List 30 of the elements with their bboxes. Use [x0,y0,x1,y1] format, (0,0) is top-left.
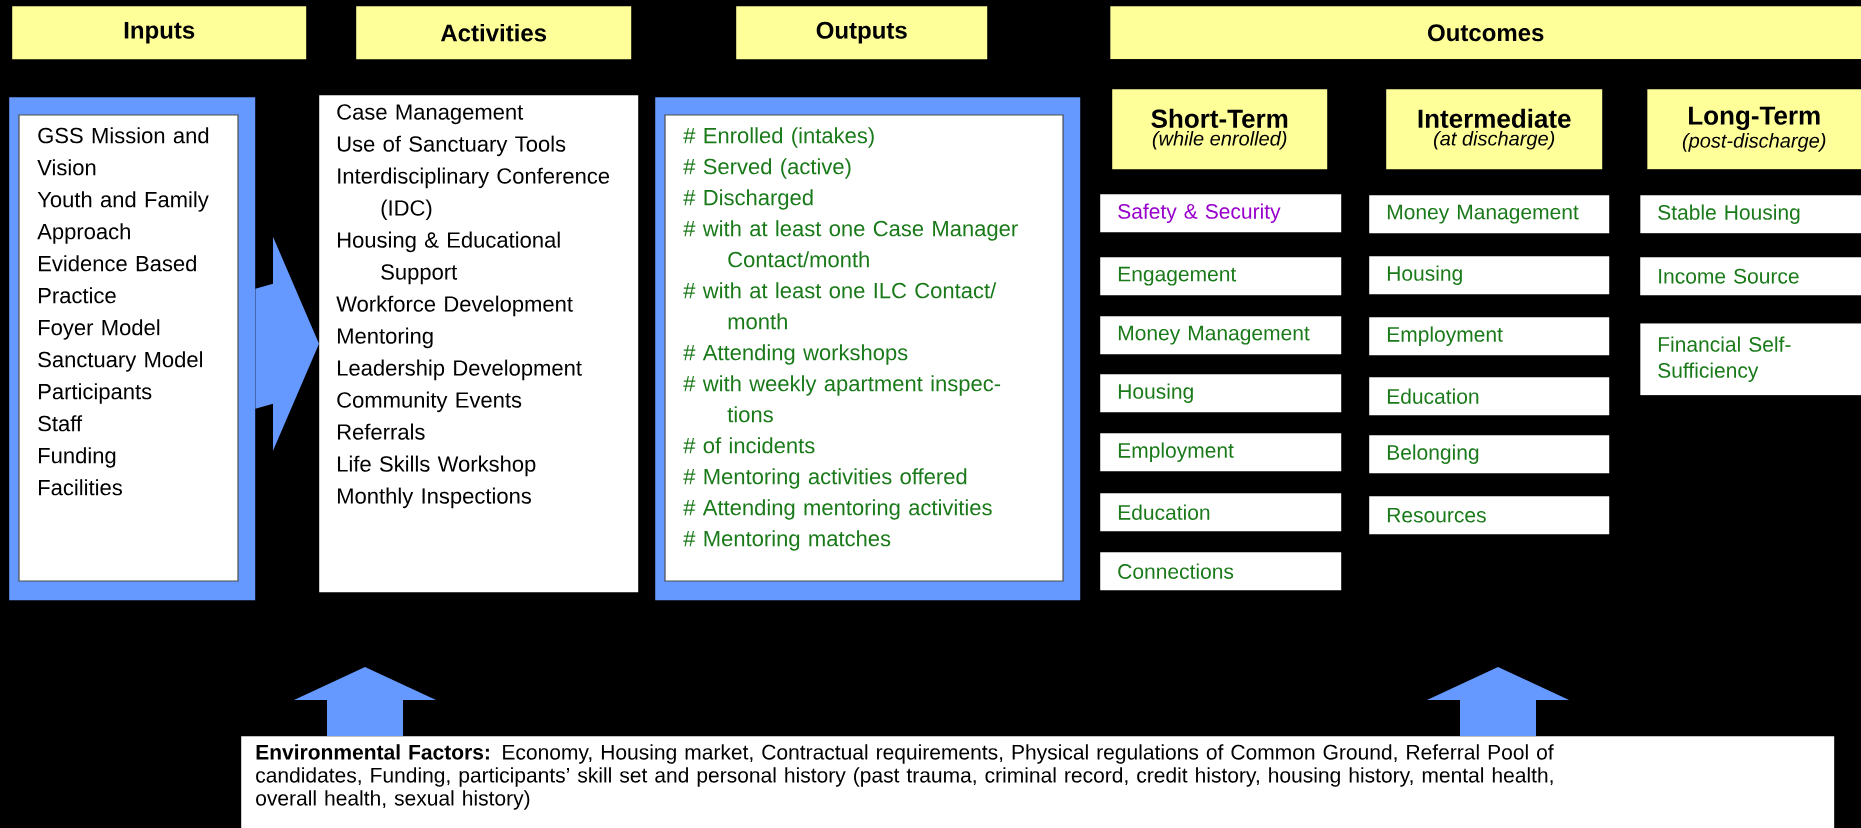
outcome-box: Housing [1100,374,1342,413]
term-header: Intermediate (at discharge) [1386,89,1603,170]
up-arrow [1427,667,1569,736]
term-header: Short-Term (while enrolled) [1112,89,1328,170]
outcome-box: Income Source [1640,257,1861,296]
outcome-box: Connections [1100,552,1342,591]
list-box: Case Management Use of Sanctuary Tools Interdisciplinary Conference (IDC) Housing & Educational Support Workforce Development Mentoring Leadership Development Community Events Referrals Life Skills Workshop Monthly Inspections [319,95,639,593]
outcome-box: Stable Housing [1640,195,1861,234]
outcome-box: Education [1369,377,1610,416]
outcome-box: Money Management [1100,316,1342,355]
outcome-box: Engagement [1100,257,1342,296]
outcome-box: Housing [1369,256,1610,295]
outcome-box: Safety & Security [1100,194,1342,233]
outcome-box: Financial Self-Sufficiency [1640,323,1861,396]
outcome-box: Money Management [1369,195,1610,234]
column-header: Inputs [12,6,307,60]
list-box: GSS Mission and Vision Youth and Family Approach Evidence Based Practice Foyer Model Sanctuary Model Participants Staff Funding Facilities [9,97,256,601]
outcome-box: Resources [1369,496,1610,535]
list-box: # Enrolled (intakes) # Served (active) # Discharged # with at least one Case Manager Contact/month # with at least one ILC Contact/ month # Attending workshops # with weekly apartment inspec- tions # of incidents # Mentoring activities offered # Attending mentoring activities # Mentoring matches [655,97,1081,601]
outcome-box: Belonging [1369,435,1610,474]
column-header: Outcomes [1110,6,1861,60]
block-arrow [255,236,319,451]
outcome-box: Employment [1369,317,1610,356]
outcome-box: Employment [1100,433,1342,472]
column-header: Activities [356,6,632,60]
outcome-box: Education [1100,493,1342,532]
term-header: Long-Term (post-discharge) [1647,89,1861,170]
column-header: Outputs [736,6,988,60]
up-arrow [294,667,436,736]
factors-box: Environmental Factors: Economy, Housing market, Contractual requirements, Physical regulations of Common Ground, Referral Pool of candidates, Funding, participants’ skill set and personal history (past trauma, criminal record, credit history, housing history, mental health, overall health, sexual history) [241,736,1835,828]
